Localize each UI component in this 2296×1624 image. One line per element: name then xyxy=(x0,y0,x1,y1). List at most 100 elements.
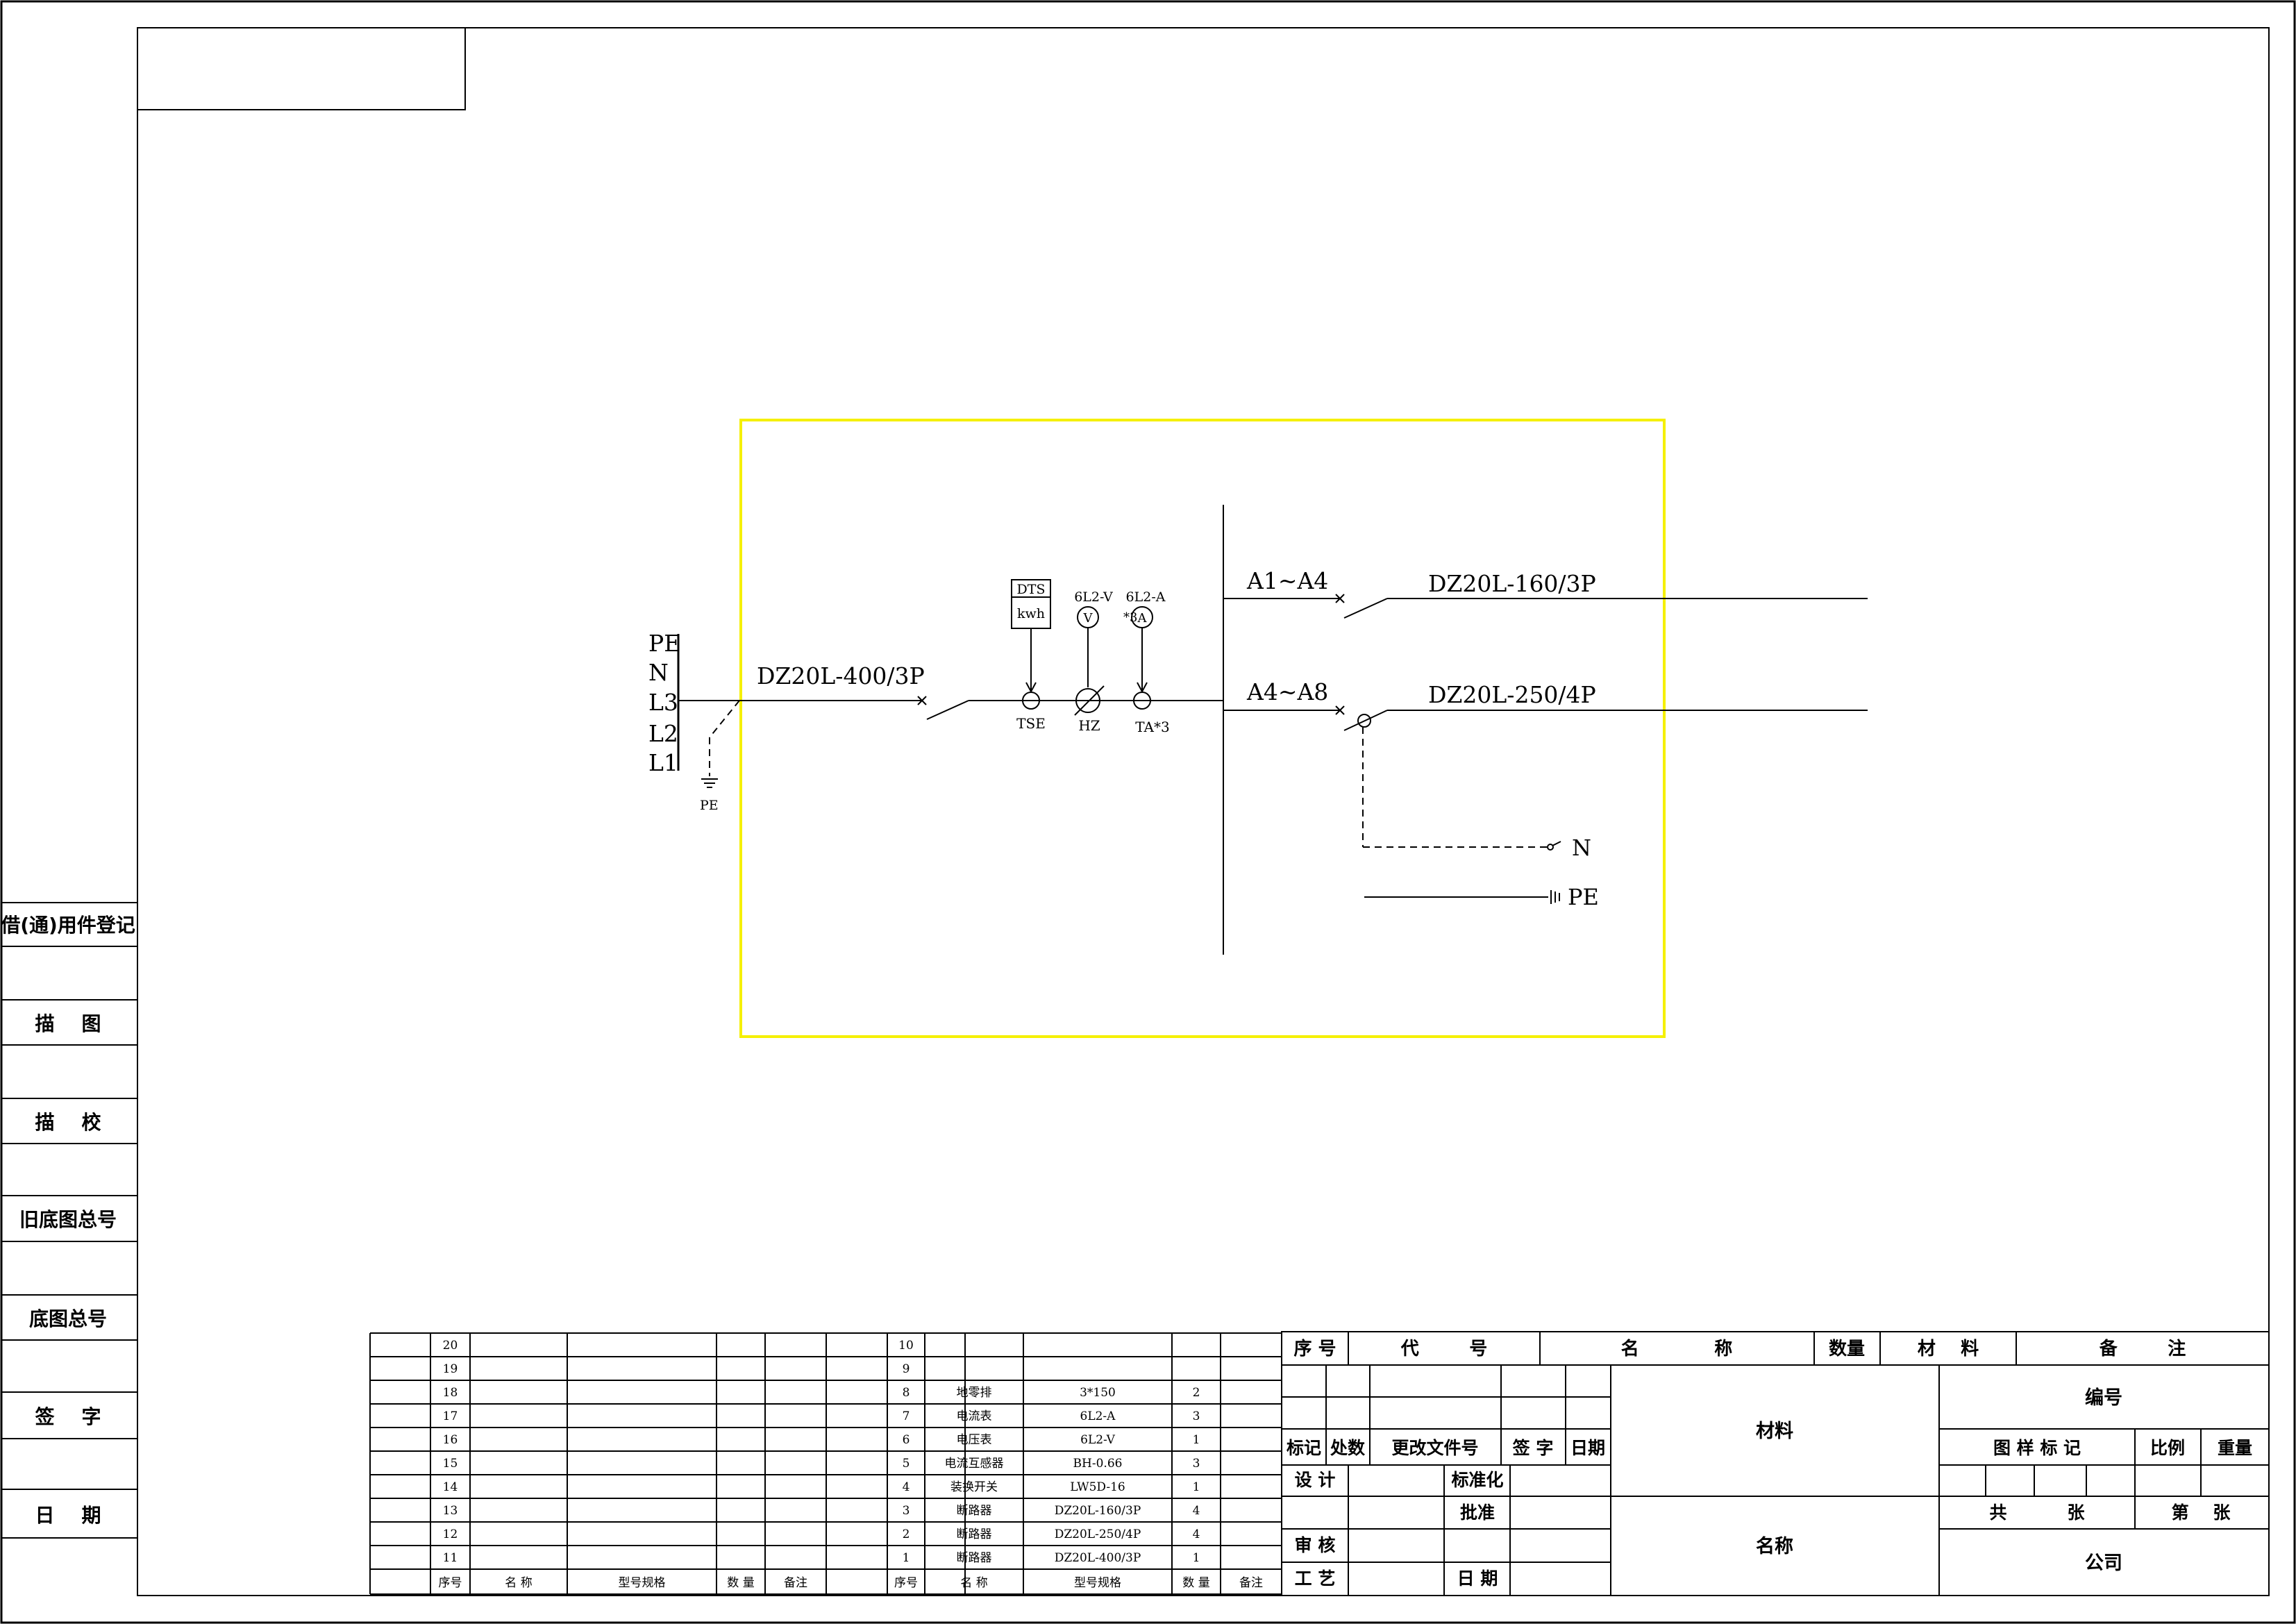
bom-right-no: 2 xyxy=(903,1527,910,1541)
voltmeter-label: 6L2-V xyxy=(1074,589,1113,605)
bom-left-header-name: 名 称 xyxy=(505,1576,532,1590)
branch-1: A1~A4 DZ20L-160/3P xyxy=(1223,567,1868,619)
meter-kwh: kwh xyxy=(1017,606,1045,621)
main-breaker-label: DZ20L-400/3P xyxy=(757,662,925,689)
bom-right-no: 6 xyxy=(903,1433,910,1447)
bom-right-no: 10 xyxy=(898,1339,914,1353)
ammeter-mult: *3 xyxy=(1123,610,1137,625)
strip-title: 借(通)用件登记 xyxy=(0,914,135,937)
pe-label: PE xyxy=(1568,884,1599,910)
tse-label: TSE xyxy=(1016,715,1046,732)
tb-hdr-code: 代 号 xyxy=(1400,1339,1487,1359)
tb-review: 审 核 xyxy=(1295,1535,1336,1555)
branch2-range: A4~A8 xyxy=(1246,678,1328,705)
bom-right-header-model: 型号规格 xyxy=(1074,1576,1121,1590)
bom-right-model: BH-0.66 xyxy=(1073,1457,1123,1471)
bom-right-qty: 1 xyxy=(1193,1433,1200,1447)
branch2-breaker: DZ20L-250/4P xyxy=(1428,681,1596,708)
tb-approve: 批准 xyxy=(1460,1502,1495,1523)
strip-row-base-no: 底图总号 xyxy=(29,1307,107,1330)
strip-row-trace: 描 图 xyxy=(35,1012,101,1035)
bom-right-no: 3 xyxy=(903,1504,910,1518)
main-breaker-symbol xyxy=(917,696,969,720)
bom-right-model: DZ20L-250/4P xyxy=(1055,1527,1141,1541)
tb-change-mark: 标记 xyxy=(1287,1438,1321,1458)
tb-change-count: 处数 xyxy=(1330,1438,1366,1458)
n-label: N xyxy=(1572,835,1591,861)
bom-right-no: 9 xyxy=(903,1362,910,1376)
bom-right-model: 6L2-V xyxy=(1080,1433,1115,1447)
ammeter: 6L2-A *3 A TA*3 xyxy=(1123,589,1170,735)
bom-right-model: LW5D-16 xyxy=(1070,1480,1125,1494)
bom-right-name: 断路器 xyxy=(957,1551,992,1565)
strip-row-sign: 签 字 xyxy=(35,1405,101,1428)
ammeter-label: 6L2-A xyxy=(1126,589,1166,605)
bom-right-name: 电压表 xyxy=(957,1433,992,1447)
energy-meter: DTS kwh TSE xyxy=(1011,579,1051,732)
bom-right-qty: 4 xyxy=(1193,1504,1200,1518)
bom-right-qty: 3 xyxy=(1193,1409,1200,1423)
tb-sample-mark: 图 样 标 记 xyxy=(1993,1438,2081,1458)
bom-right-name: 断路器 xyxy=(957,1527,992,1541)
tb-material: 材料 xyxy=(1756,1421,1793,1442)
bom-left-no: 12 xyxy=(443,1527,458,1541)
tb-date: 日 期 xyxy=(1457,1568,1498,1589)
voltmeter-symbol: V xyxy=(1083,611,1093,626)
meter-dts: DTS xyxy=(1017,582,1046,597)
bom-right-header-name: 名 称 xyxy=(960,1576,987,1590)
tb-change-sign: 签 字 xyxy=(1512,1438,1554,1458)
bom-right-name: 电流表 xyxy=(957,1409,992,1423)
ammeter-symbol: A xyxy=(1137,611,1148,626)
bom-left-header-no: 序号 xyxy=(439,1576,462,1590)
tb-number: 编号 xyxy=(2085,1387,2122,1409)
pe-small-label: PE xyxy=(700,798,719,813)
cabinet-outline xyxy=(739,419,1666,1038)
incoming-bus: PE N L3 L2 L1 xyxy=(648,630,680,776)
tb-name: 名称 xyxy=(1756,1535,1793,1557)
bom-left-header-model: 型号规格 xyxy=(619,1576,666,1590)
tb-change-date: 日期 xyxy=(1570,1438,1605,1458)
bom-right-name: 电流互感器 xyxy=(945,1457,1004,1471)
bom-right-no: 5 xyxy=(903,1457,910,1471)
voltmeter: 6L2-V V HZ xyxy=(1074,589,1113,734)
bom-right-qty: 1 xyxy=(1193,1551,1200,1565)
strip-row-check: 描 校 xyxy=(35,1111,102,1134)
bom-right-header-remark: 备注 xyxy=(1239,1576,1263,1590)
bom-left-no: 13 xyxy=(443,1504,458,1518)
bom-right-model: DZ20L-160/3P xyxy=(1055,1504,1141,1518)
corner-box xyxy=(137,27,466,110)
bom-left-no: 17 xyxy=(443,1409,458,1423)
tb-hdr-qty: 数量 xyxy=(1829,1339,1865,1359)
bom-right-qty: 3 xyxy=(1193,1457,1200,1471)
tb-change-doc: 更改文件号 xyxy=(1391,1438,1478,1458)
tb-hdr-name: 名 称 xyxy=(1621,1338,1733,1359)
bom-right-name: 地零排 xyxy=(957,1386,992,1400)
bom-left-no: 20 xyxy=(443,1339,458,1353)
bom-left-header-qty: 数 量 xyxy=(727,1576,754,1590)
bom-right-model: 6L2-A xyxy=(1080,1409,1116,1423)
bom-left-header-remark: 备注 xyxy=(784,1576,807,1590)
tb-standard: 标准化 xyxy=(1451,1470,1503,1490)
branch1-range: A1~A4 xyxy=(1246,567,1328,594)
tb-sheet-no: 第 张 xyxy=(2172,1502,2231,1523)
left-strip: 借(通)用件登记 描 图 描 校 旧底图总号 底图总号 签 字 日 期 xyxy=(0,902,138,1539)
hz-label: HZ xyxy=(1078,717,1100,734)
bom-right-name: 断路器 xyxy=(957,1504,992,1518)
pe-ground: PE xyxy=(700,700,740,813)
bom-right-qty: 4 xyxy=(1193,1527,1200,1541)
pe-bar: PE xyxy=(1364,884,1599,910)
bom-left-no: 14 xyxy=(443,1480,458,1494)
bom-left-no: 15 xyxy=(443,1457,458,1471)
bom-right-no: 1 xyxy=(903,1551,910,1565)
bus-label-n: N xyxy=(648,659,669,686)
bom-left-no: 18 xyxy=(443,1386,458,1400)
tb-process: 工 艺 xyxy=(1295,1568,1336,1589)
ta-label: TA*3 xyxy=(1135,719,1169,735)
bus-label-pe: PE xyxy=(648,630,680,657)
bom-right-qty: 1 xyxy=(1193,1480,1200,1494)
branch1-breaker: DZ20L-160/3P xyxy=(1428,570,1596,597)
bom-right-header-qty: 数 量 xyxy=(1182,1576,1209,1590)
